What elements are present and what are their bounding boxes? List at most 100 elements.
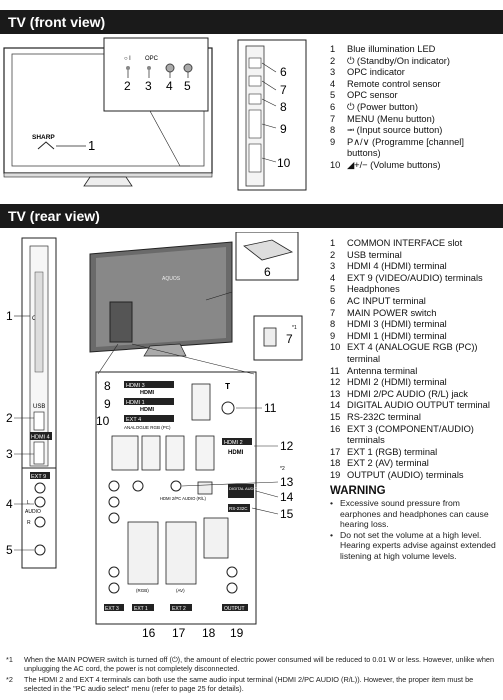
- hdmi1-logo: HDMI: [140, 407, 155, 413]
- component-jack-icon: [108, 496, 120, 508]
- standby-led-icon: [126, 66, 130, 70]
- hdmi2-port-icon: [195, 435, 215, 471]
- rear-callout-14: 14: [280, 490, 294, 504]
- audio-r-jack-icon: [34, 516, 46, 528]
- rear-callout-5: 5: [6, 543, 13, 557]
- optical-port-icon: [197, 481, 213, 495]
- front-view-heading: TV (front view): [0, 10, 503, 34]
- front-tv-logo: SHARP: [32, 134, 55, 141]
- opc-indicator-icon: [147, 66, 151, 70]
- legend-item: 2⏻ (Standby/On indicator): [330, 55, 450, 66]
- hdmi-port-icon: [191, 383, 211, 421]
- hdmi2-logo: HDMI: [228, 450, 244, 456]
- scart-ext2-icon: [165, 521, 197, 585]
- rs232c-label: RS-232C: [229, 506, 248, 511]
- antenna-jack-icon: [221, 401, 235, 415]
- legend-item: 10◢+/− (Volume buttons): [330, 159, 441, 170]
- front-callout-10: 10: [277, 156, 291, 170]
- audio-label: AUDIO: [25, 509, 41, 515]
- output-label: OUTPUT: [224, 606, 245, 612]
- antenna-symbol-icon: 𝐓: [225, 382, 230, 391]
- opc-sensor-icon: [183, 63, 193, 73]
- remote-sensor-icon: [165, 63, 175, 73]
- rear-callout-15: 15: [280, 507, 294, 521]
- hdmi4-label: HDMI 4: [31, 435, 50, 441]
- rear-callout-10: 10: [96, 414, 110, 428]
- rear-callout-13: 13: [280, 475, 294, 489]
- ext9-label: EXT 9: [31, 474, 46, 480]
- hdmi-port-icon: [165, 435, 185, 471]
- hdmi3-logo: HDMI: [140, 390, 155, 396]
- rear-callout-6: 6: [264, 265, 271, 279]
- audio-r-label: R: [27, 520, 31, 526]
- component-jack-icon: [108, 480, 120, 492]
- ext2-label: EXT 2: [172, 606, 186, 612]
- front-callout-2: 2: [124, 79, 131, 93]
- usb-label: USB: [33, 404, 45, 410]
- rear-callout-7: 7: [286, 332, 293, 346]
- hdmi3-label: HDMI 3: [126, 383, 145, 389]
- note-star-1: *1: [292, 325, 297, 331]
- headphone-jack-icon: [34, 544, 46, 556]
- hdmi-port-icon: [141, 435, 161, 471]
- front-callout-3: 3: [145, 79, 152, 93]
- ext4-label: EXT 4: [126, 417, 141, 423]
- av-label: (AV): [176, 588, 185, 593]
- warning-item: •Do not set the volume at a high level. …: [330, 529, 496, 562]
- rear-view-diagram: C.I. USB HDMI 4 EXT 9 L AUDIO R 1 2 3 4 …: [6, 232, 303, 640]
- ext3-label: EXT 3: [105, 606, 119, 612]
- hdmi2-label: HDMI 2: [224, 440, 243, 446]
- component-jack-icon: [108, 512, 120, 524]
- ac-input-icon: [243, 239, 294, 261]
- front-callout-8: 8: [280, 100, 287, 114]
- usb-port-icon: [33, 411, 45, 431]
- rear-callout-18: 18: [202, 626, 216, 640]
- legend-item: 6⏻ (Power button): [330, 101, 418, 112]
- rgb-label: (RGB): [136, 588, 149, 593]
- rear-callout-3: 3: [6, 447, 13, 461]
- warning-item: •Excessive sound pressure from earphones…: [330, 498, 489, 530]
- digital-audio-label: DIGITAL AUDIO OUTPUT: [229, 486, 276, 491]
- ext3-audio-jack-icon: [108, 566, 120, 578]
- rear-callout-9: 9: [104, 397, 111, 411]
- front-callout-5: 5: [184, 79, 191, 93]
- output-jack-icon: [226, 582, 238, 594]
- rear-callout-1: 1: [6, 309, 13, 323]
- rear-callout-19: 19: [230, 626, 244, 640]
- rear-callout-17: 17: [172, 626, 186, 640]
- warning-heading: WARNING: [330, 485, 386, 498]
- hdmi4-port-icon: [33, 441, 45, 465]
- rear-callout-12: 12: [280, 439, 294, 453]
- channel-buttons-icon: [248, 109, 262, 139]
- vga-port-icon: [111, 435, 139, 471]
- rear-callout-4: 4: [6, 497, 13, 511]
- output-jack-icon: [226, 566, 238, 578]
- rear-callout-11: 11: [264, 401, 277, 415]
- audio-l-label: L: [27, 500, 30, 506]
